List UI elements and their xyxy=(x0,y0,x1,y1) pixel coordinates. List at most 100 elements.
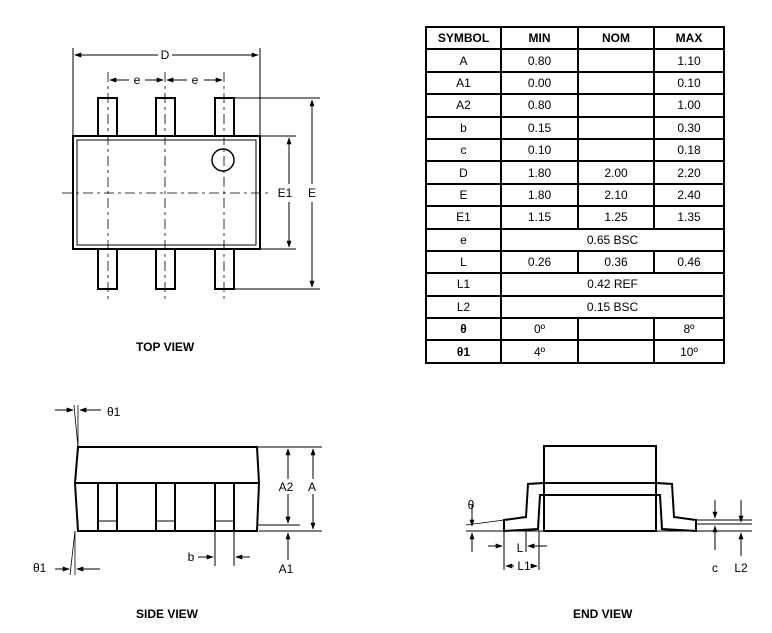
label-e: e xyxy=(134,73,141,87)
lead xyxy=(155,97,176,137)
side-view-title: SIDE VIEW xyxy=(136,607,199,621)
cell-symbol: A1 xyxy=(425,70,502,96)
cell-max: 8º xyxy=(653,317,725,342)
label-b: b xyxy=(188,550,195,564)
cell-nom: 2.00 xyxy=(577,160,655,185)
header-nom: NOM xyxy=(577,25,655,51)
cell-max: 0.10 xyxy=(653,70,725,96)
end-lead-left xyxy=(503,481,545,533)
side-view xyxy=(55,404,322,576)
cell-symbol: E1 xyxy=(425,205,502,230)
label-L2: L2 xyxy=(734,561,748,575)
cell-nom xyxy=(577,48,655,73)
header-min: MIN xyxy=(500,25,579,51)
cell-nom: 0.36 xyxy=(577,249,655,275)
cell-min: 0º xyxy=(500,317,579,342)
cell-symbol: A2 xyxy=(425,93,502,118)
end-body-lower xyxy=(543,494,657,532)
lead xyxy=(214,248,235,290)
cell-min: 1.80 xyxy=(500,160,579,185)
cell-max: 1.35 xyxy=(653,205,725,230)
header-symbol: SYMBOL xyxy=(425,25,502,51)
cell-max: 0.18 xyxy=(653,137,725,163)
lead xyxy=(97,482,118,532)
cell-max: 1.00 xyxy=(653,93,725,118)
cell-span: 0.65 BSC xyxy=(500,227,725,252)
side-body-lower xyxy=(73,482,261,532)
cell-symbol: c xyxy=(425,137,502,163)
cell-max: 2.20 xyxy=(653,160,725,185)
cell-span: 0.15 BSC xyxy=(500,294,725,320)
lead xyxy=(214,482,235,532)
label-c: c xyxy=(712,561,718,575)
lead xyxy=(214,97,235,137)
cell-symbol: E xyxy=(425,182,502,208)
label-E1: E1 xyxy=(278,186,293,200)
cell-min: 0.80 xyxy=(500,93,579,118)
cell-min: 4º xyxy=(500,339,579,364)
cell-symbol: D xyxy=(425,160,502,185)
lead xyxy=(155,248,176,290)
cell-min: 0.80 xyxy=(500,48,579,73)
cell-max: 0.30 xyxy=(653,115,725,140)
lead xyxy=(97,248,118,290)
label-E: E xyxy=(308,186,316,200)
lead xyxy=(155,482,176,532)
cell-max: 10º xyxy=(653,339,725,364)
pin1-marker xyxy=(211,148,235,172)
cell-min: 1.15 xyxy=(500,205,579,230)
cell-nom xyxy=(577,93,655,118)
cell-min: 0.00 xyxy=(500,70,579,96)
cell-symbol: L1 xyxy=(425,272,502,297)
side-body-upper xyxy=(73,446,261,484)
cell-max: 0.46 xyxy=(653,249,725,275)
label-theta1: θ1 xyxy=(107,405,121,419)
label-L1: L1 xyxy=(517,559,531,573)
label-L: L xyxy=(517,541,524,555)
label-theta1: θ1 xyxy=(33,561,47,575)
end-body-upper xyxy=(543,445,657,484)
cell-symbol: L xyxy=(425,249,502,275)
cell-min: 0.15 xyxy=(500,115,579,140)
cell-nom xyxy=(577,115,655,140)
end-view-title: END VIEW xyxy=(573,607,633,621)
end-view xyxy=(465,445,752,570)
cell-nom xyxy=(577,317,655,342)
label-D: D xyxy=(161,48,170,62)
cell-symbol: e xyxy=(425,227,502,252)
cell-min: 1.80 xyxy=(500,182,579,208)
cell-nom: 1.25 xyxy=(577,205,655,230)
top-view xyxy=(62,48,320,302)
cell-span: 0.42 REF xyxy=(500,272,725,297)
cell-max: 1.10 xyxy=(653,48,725,73)
cell-min: 0.10 xyxy=(500,137,579,163)
lead xyxy=(97,97,118,137)
cell-max: 2.40 xyxy=(653,182,725,208)
label-A1: A1 xyxy=(279,562,294,576)
end-lead-right xyxy=(655,481,697,533)
cell-symbol: θ1 xyxy=(425,339,502,364)
label-theta: θ xyxy=(468,498,475,512)
header-max: MAX xyxy=(653,25,725,51)
cell-symbol: θ xyxy=(425,317,502,342)
top-view-title: TOP VIEW xyxy=(136,340,195,354)
label-A: A xyxy=(308,480,316,494)
cell-nom xyxy=(577,70,655,96)
cell-nom: 2.10 xyxy=(577,182,655,208)
label-e: e xyxy=(192,73,199,87)
